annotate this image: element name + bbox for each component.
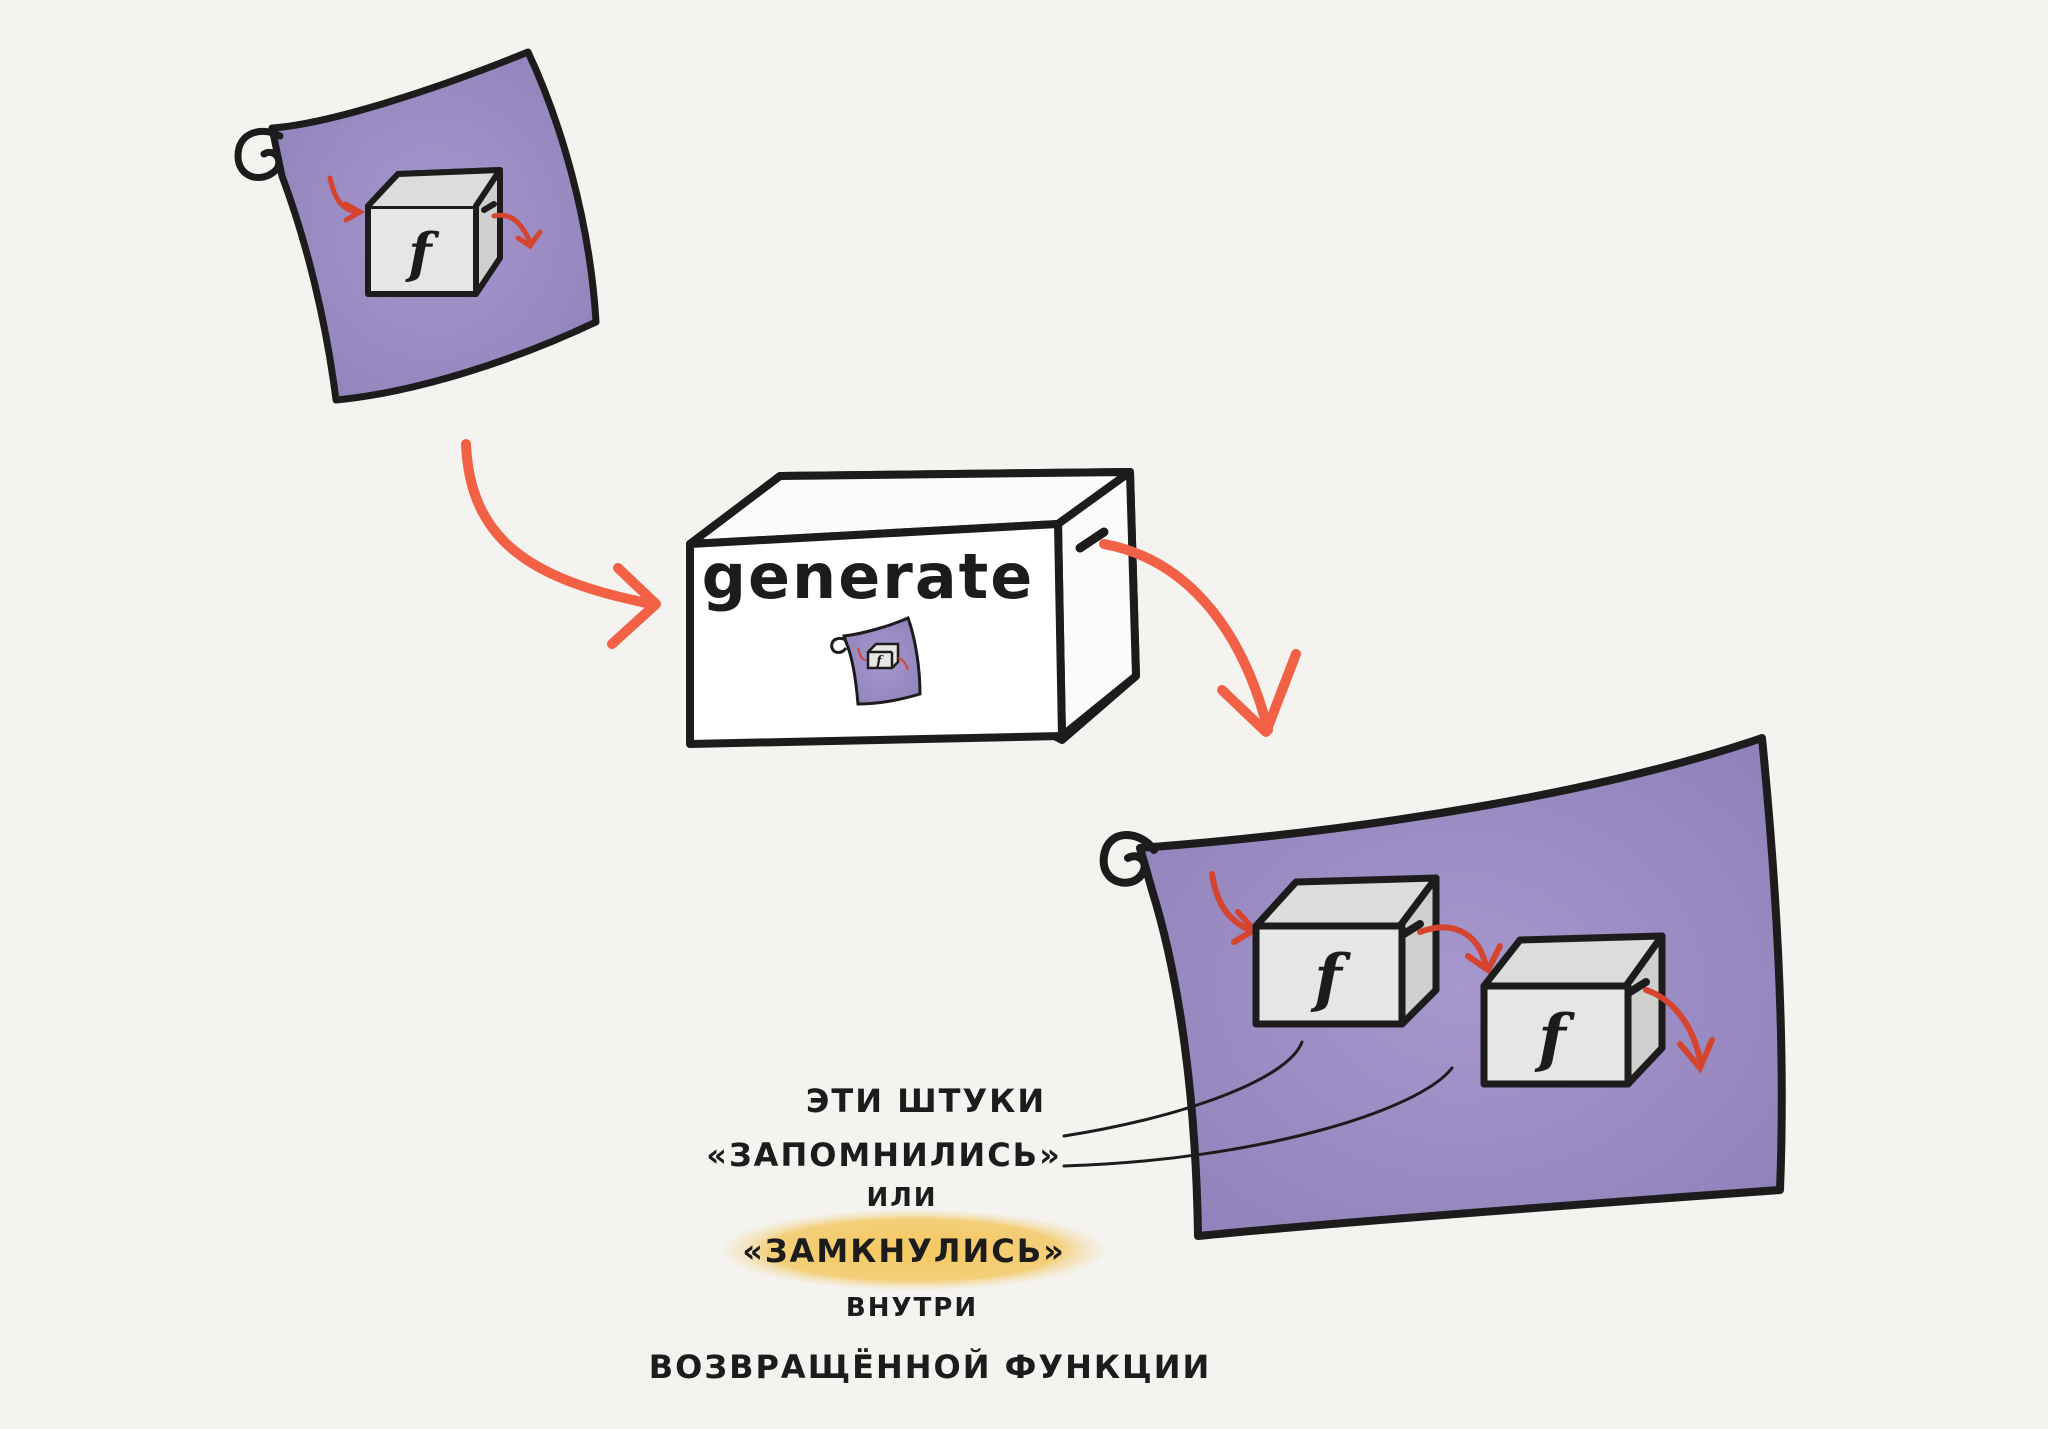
annotation-line-5: ВНУТРИ: [846, 1293, 978, 1323]
annotation-line-4: «ЗАМКНУЛИСЬ»: [742, 1232, 1066, 1270]
annotation-line-6: ВОЗВРАЩЁННОЙ ФУНКЦИИ: [649, 1348, 1212, 1386]
generate-label: generate: [702, 540, 1035, 613]
annotation: ЭТИ ШТУКИ «ЗАПОМНИЛИСЬ» ИЛИ «ЗАМКНУЛИСЬ»…: [649, 1082, 1212, 1386]
function-box-icon: f: [1480, 932, 1666, 1088]
svg-text:f: f: [875, 654, 884, 669]
annotation-line-3: ИЛИ: [866, 1183, 937, 1213]
output-scroll: f f: [1099, 734, 1786, 1240]
arrow-to-result: [1099, 539, 1301, 737]
scroll-icon: [1136, 734, 1786, 1240]
generate-box: generate f: [686, 468, 1140, 748]
mini-scroll-icon: f: [830, 615, 922, 706]
input-scroll: f: [234, 48, 600, 404]
function-box-icon: f: [365, 167, 503, 297]
output-arrow-icon: [491, 212, 533, 245]
scroll-curl: [234, 127, 284, 181]
arrow-to-generate: [461, 439, 661, 649]
function-box-icon: f: [1252, 874, 1440, 1028]
annotation-line-2: «ЗАПОМНИЛИСЬ»: [706, 1136, 1061, 1174]
annotation-line-1: ЭТИ ШТУКИ: [806, 1082, 1046, 1120]
highlight-marker: [724, 1210, 1104, 1290]
annotation-leaders: [1062, 1040, 1454, 1168]
